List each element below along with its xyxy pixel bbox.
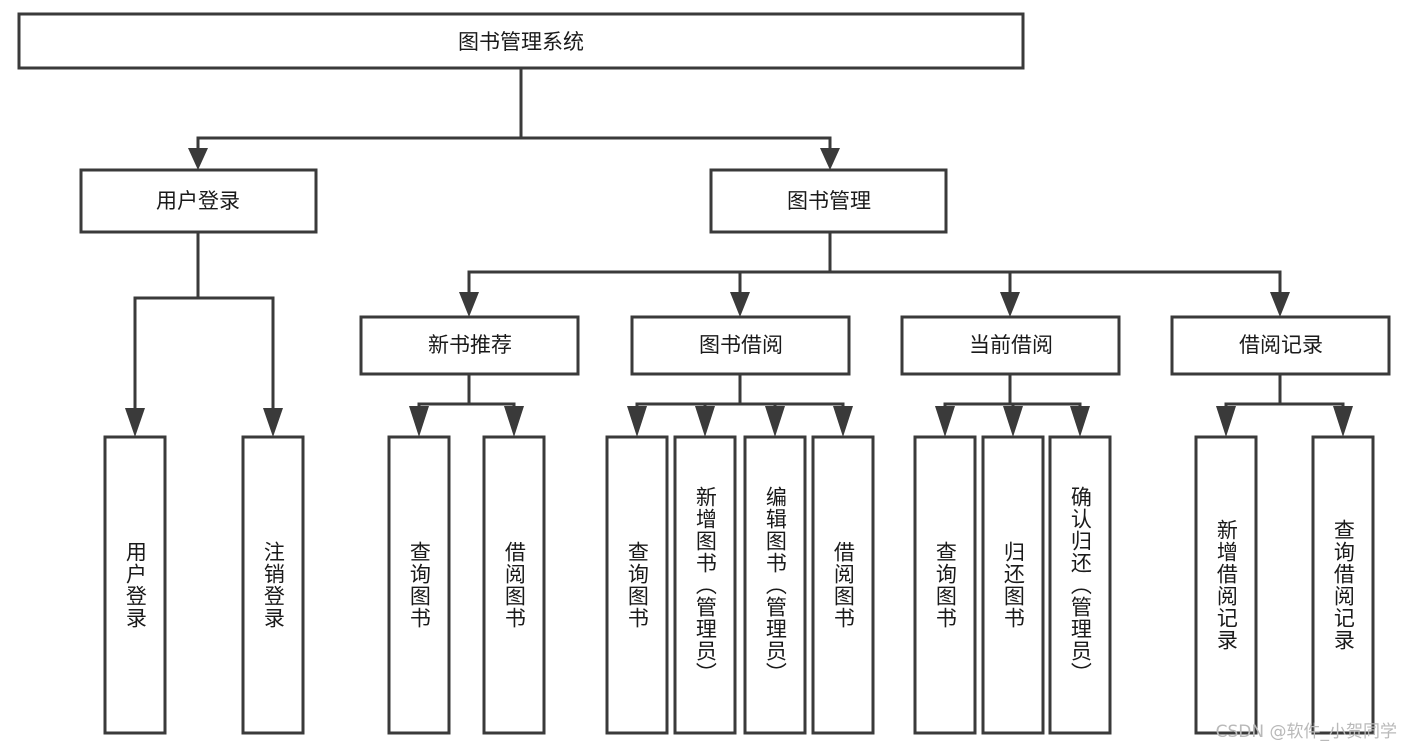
connector-group-user-login <box>125 230 283 437</box>
connector-group-borrow-record <box>1216 372 1353 437</box>
node-leaf-edit-book-rect[interactable] <box>743 435 807 735</box>
arrow-head-leaf-add-record <box>1216 406 1236 437</box>
connector-group-book-borrow <box>627 372 853 437</box>
node-borrow-record-rect[interactable] <box>1170 315 1391 376</box>
node-current-borrow-rect[interactable] <box>900 315 1121 376</box>
arrow-head-leaf-query-book-3 <box>935 406 955 437</box>
node-current-borrow-label: 当前借阅 <box>969 333 1053 357</box>
node-book-borrow-rect[interactable] <box>630 315 851 376</box>
node-leaf-query-book-3-rect[interactable] <box>913 435 977 735</box>
node-root[interactable]: 图书管理系统 <box>17 12 1025 70</box>
node-book-manage[interactable]: 图书管理 <box>709 168 948 234</box>
node-leaf-query-book-2-rect[interactable] <box>605 435 669 735</box>
arrow-head-book-manage <box>820 148 840 170</box>
arrow-head-leaf-borrow-book-1 <box>504 406 524 437</box>
arrow-head-leaf-logout <box>263 408 283 437</box>
node-borrow-record-label: 借阅记录 <box>1239 333 1323 357</box>
node-borrow-record[interactable]: 借阅记录 <box>1170 315 1391 376</box>
node-leaf-add-record-rect[interactable] <box>1194 435 1258 735</box>
arrow-head-user-login <box>188 148 208 170</box>
node-user-login-rect[interactable] <box>79 168 318 234</box>
node-leaf-user-login-rect[interactable] <box>103 435 167 735</box>
node-book-borrow-label: 图书借阅 <box>699 333 783 357</box>
connector-group-new-book-rec <box>409 372 524 437</box>
csdn-watermark: CSDN @软件_小贺同学 <box>1215 722 1397 742</box>
node-leaf-logout-rect[interactable] <box>241 435 305 735</box>
arrow-head-leaf-return-book <box>1003 406 1023 437</box>
node-leaf-confirm-return-rect[interactable] <box>1048 435 1112 735</box>
arrow-head-current-borrow <box>1000 292 1020 317</box>
node-new-book-rec[interactable]: 新书推荐 <box>359 315 580 376</box>
node-new-book-rec-rect[interactable] <box>359 315 580 376</box>
arrow-head-book-borrow <box>730 292 750 317</box>
arrow-head-leaf-borrow-book-2 <box>833 406 853 437</box>
arrow-head-new-book-rec <box>459 292 479 317</box>
node-leaf-return-book-rect[interactable] <box>981 435 1045 735</box>
arrow-head-leaf-user-login <box>125 408 145 437</box>
arrow-head-leaf-add-book <box>695 406 715 437</box>
arrow-head-leaf-confirm-return <box>1070 406 1090 437</box>
node-user-login[interactable]: 用户登录 <box>79 168 318 234</box>
node-leaf-borrow-book-2-rect[interactable] <box>811 435 875 735</box>
node-leaf-borrow-book-1-rect[interactable] <box>482 435 546 735</box>
node-user-login-label: 用户登录 <box>156 189 240 213</box>
arrow-head-leaf-edit-book <box>765 406 785 437</box>
leaf-rect-group <box>103 435 1375 735</box>
connector-group-current-borrow <box>935 372 1090 437</box>
connector-group-book-manage <box>459 230 1290 317</box>
node-book-borrow[interactable]: 图书借阅 <box>630 315 851 376</box>
node-leaf-query-record-rect[interactable] <box>1311 435 1375 735</box>
node-root-rect[interactable] <box>17 12 1025 70</box>
arrow-head-borrow-record <box>1270 292 1290 317</box>
arrow-head-leaf-query-record <box>1333 406 1353 437</box>
node-book-manage-rect[interactable] <box>709 168 948 234</box>
arrow-head-leaf-query-book-2 <box>627 406 647 437</box>
connector-group-root <box>188 66 840 170</box>
node-leaf-query-book-1-rect[interactable] <box>387 435 451 735</box>
node-book-manage-label: 图书管理 <box>787 189 871 213</box>
node-current-borrow[interactable]: 当前借阅 <box>900 315 1121 376</box>
node-leaf-add-book-rect[interactable] <box>673 435 737 735</box>
node-new-book-rec-label: 新书推荐 <box>428 333 512 357</box>
node-root-label: 图书管理系统 <box>458 30 584 54</box>
arrow-head-leaf-query-book-1 <box>409 406 429 437</box>
